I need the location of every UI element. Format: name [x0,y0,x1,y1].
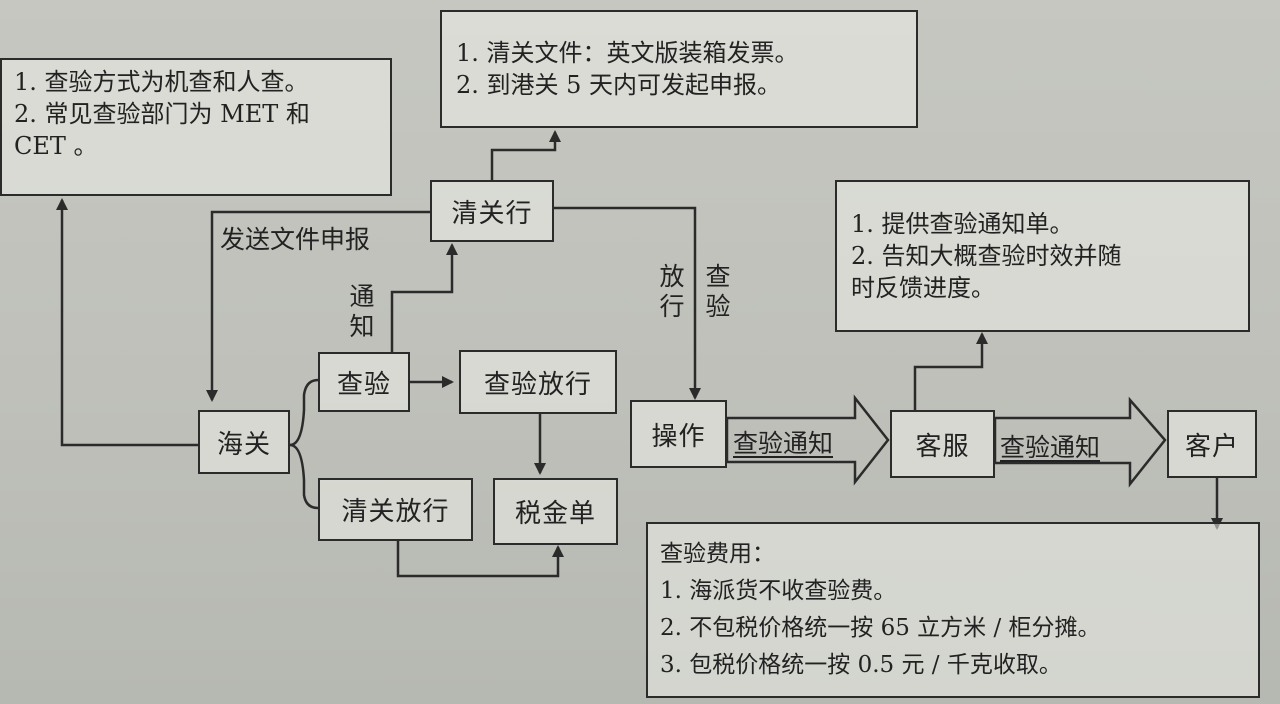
note-inspection-fees: 查验费用： 1. 海派货不收查验费。 2. 不包税价格统一按 65 立方米 / … [646,522,1260,698]
note-line: 1. 查验方式为机查和人查。 [14,68,309,96]
note-line: 2. 常见查验部门为 MET 和 [14,100,310,128]
edge-broker-to-docs-note [490,130,561,180]
edge-inspection-to-broker [390,243,458,352]
label-send-docs-declaration: 发送文件申报 [220,225,371,254]
node-customs: 海关 [198,410,290,474]
edge-clearance-to-taxbill [396,541,564,578]
node-clearance-release: 清关放行 [318,478,473,541]
note-inspection-method: 1. 查验方式为机查和人查。 2. 常见查验部门为 MET 和 CET 。 [0,58,392,196]
node-customs-broker: 清关行 [430,180,554,242]
node-client: 客户 [1167,410,1257,478]
node-inspection: 查验 [318,352,410,412]
label-inspect: 查验 [705,262,731,321]
note-line: CET 。 [14,132,98,160]
big-arrow-ops-to-cs [725,394,890,486]
note-customer-service: 1. 提供查验通知单。 2. 告知大概查验时效并随 时反馈进度。 [835,180,1250,332]
edge-broker-to-operations [554,206,701,400]
edge-customs-to-inspection-note [56,198,198,447]
label-notify: 通知 [349,282,375,341]
edge-customs-branch [289,378,319,447]
node-operations: 操作 [630,400,727,468]
edge-broker-to-customs [206,210,430,402]
note-line: 查验费用： [660,541,775,567]
note-line: 3. 包税价格统一按 0.5 元 / 千克收取。 [660,652,1062,678]
big-arrow-cs-to-client [993,396,1167,488]
note-line: 1. 提供查验通知单。 [851,210,1074,238]
node-tax-bill: 税金单 [493,478,618,545]
note-clearance-docs: 1. 清关文件：英文版装箱发票。 2. 到港关 5 天内可发起申报。 [440,10,918,128]
note-line: 1. 海派货不收查验费。 [660,578,897,604]
edge-cs-to-service-note [913,332,988,410]
note-line: 时反馈进度。 [851,274,995,302]
label-inspection-notice-2: 查验通知 [1000,433,1101,462]
label-inspection-notice-1: 查验通知 [733,429,834,458]
note-line: 2. 到港关 5 天内可发起申报。 [456,71,782,99]
note-line: 2. 不包税价格统一按 65 立方米 / 柜分摊。 [660,615,1101,641]
label-release: 放行 [659,262,685,321]
note-line: 1. 清关文件：英文版装箱发票。 [456,39,799,67]
node-inspection-release: 查验放行 [459,350,617,414]
note-line: 2. 告知大概查验时效并随 [851,242,1122,270]
node-customer-service: 客服 [890,410,995,478]
